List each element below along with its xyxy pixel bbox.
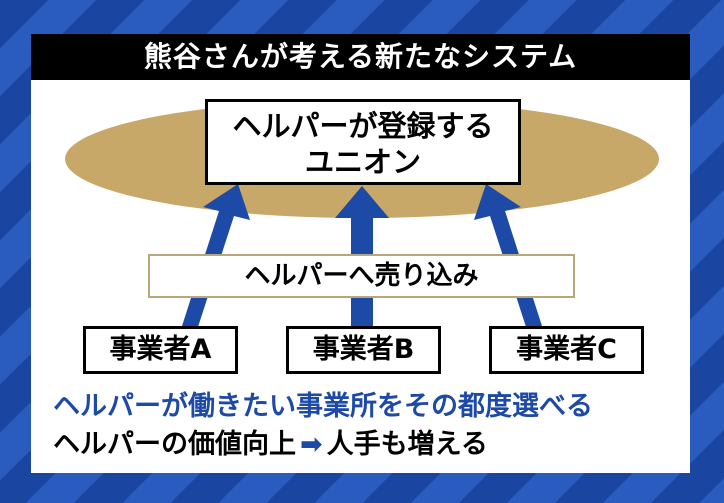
business-a-box: 事業者A: [83, 326, 238, 374]
benefit-line-2: ヘルパーの価値向上➡人手も増える: [53, 428, 693, 462]
diagram-area: ヘルパーが登録する ユニオン ヘルパーへ売り込み 事業者A 事業者B 事業者C …: [31, 80, 690, 473]
right-arrow-icon: ➡: [300, 429, 323, 460]
benefit-line-2-part2: 人手も増える: [326, 429, 488, 460]
business-c-box: 事業者C: [489, 326, 644, 374]
union-line2: ユニオン: [304, 145, 421, 179]
sell-to-helpers-label: ヘルパーへ売り込み: [148, 254, 575, 298]
business-b-box: 事業者B: [286, 326, 441, 374]
diagram-title: 熊谷さんが考える新たなシステム: [31, 34, 690, 80]
benefit-line-1: ヘルパーが働きたい事業所をその都度選べる: [53, 391, 593, 422]
benefit-line-2-part1: ヘルパーの価値向上: [53, 429, 296, 460]
union-line1: ヘルパーが登録する: [232, 109, 494, 143]
union-box: ヘルパーが登録する ユニオン: [205, 99, 521, 185]
